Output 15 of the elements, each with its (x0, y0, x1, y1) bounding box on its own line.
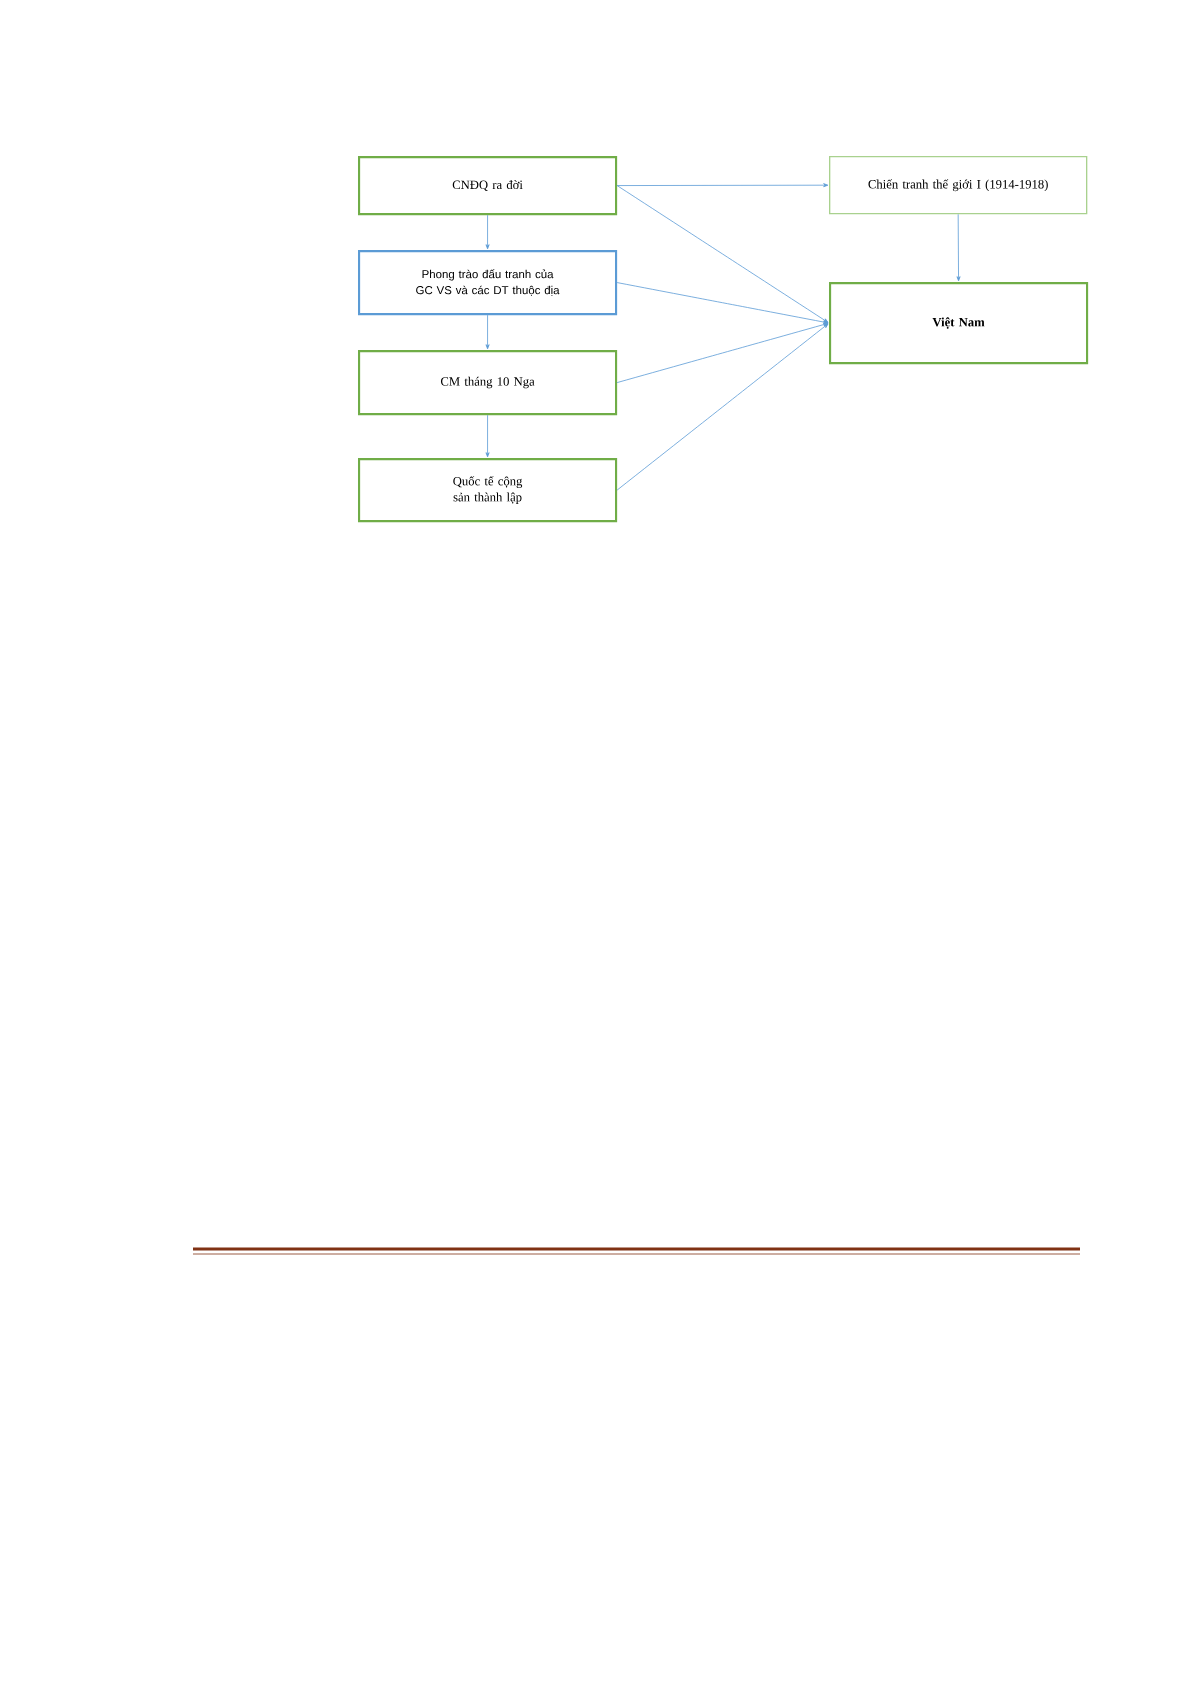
arrow (616, 282, 829, 325)
arrow (616, 185, 829, 323)
arrow (616, 322, 829, 383)
process-box: Phong trào đấu tranh của GC VS và các DT thuộc địa (358, 250, 618, 316)
arrow (485, 414, 490, 458)
arrow (485, 214, 490, 250)
process-box: Quốc tế cộng sản thành lập (358, 458, 618, 523)
arrow (485, 314, 490, 350)
process-box: CNĐQ ra đời (358, 156, 618, 216)
arrow (616, 323, 829, 491)
arrow (616, 183, 829, 188)
process-box: Chiến tranh thế giới I (1914-1918) (829, 156, 1088, 215)
arrow (956, 213, 961, 282)
process-box: CM tháng 10 Nga (358, 350, 618, 416)
process-box: Việt Nam (829, 282, 1089, 365)
